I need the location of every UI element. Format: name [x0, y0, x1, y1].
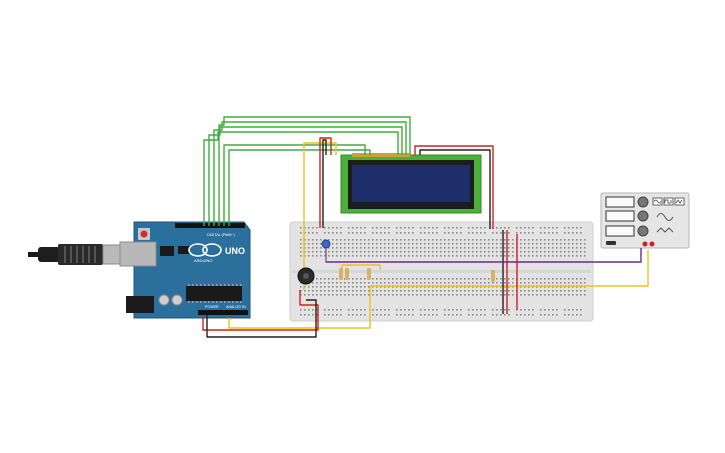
arduino-analog-label: ANALOG IN [226, 305, 246, 309]
potentiometer-icon[interactable] [297, 267, 315, 285]
arduino-digital-label: DIGITAL (PWM~) [207, 233, 235, 237]
resistor-icon[interactable] [339, 268, 495, 282]
triangle-wave-icon[interactable] [674, 197, 685, 206]
arduino-logo-icon [188, 243, 222, 257]
arduino-uno-board[interactable]: UNO ARDUINO DIGITAL (PWM~) POWER ANALOG … [28, 221, 251, 319]
arduino-brand: ARDUINO [194, 258, 212, 263]
wires [202, 116, 649, 338]
usb-connector-icon [28, 244, 134, 265]
breadboard-holes [300, 239, 586, 296]
breadboard-top-rails [300, 227, 582, 234]
arduino-power-label: POWER [205, 305, 219, 309]
function-generator[interactable] [600, 192, 690, 249]
lcd-screen [352, 165, 470, 202]
arduino-model: UNO [225, 246, 245, 256]
sine-wave-icon[interactable] [652, 197, 663, 206]
square-wave-icon[interactable] [663, 197, 674, 206]
lcd-display[interactable] [340, 153, 482, 214]
breadboard[interactable] [289, 221, 594, 322]
capacitor-icon[interactable] [321, 239, 331, 262]
